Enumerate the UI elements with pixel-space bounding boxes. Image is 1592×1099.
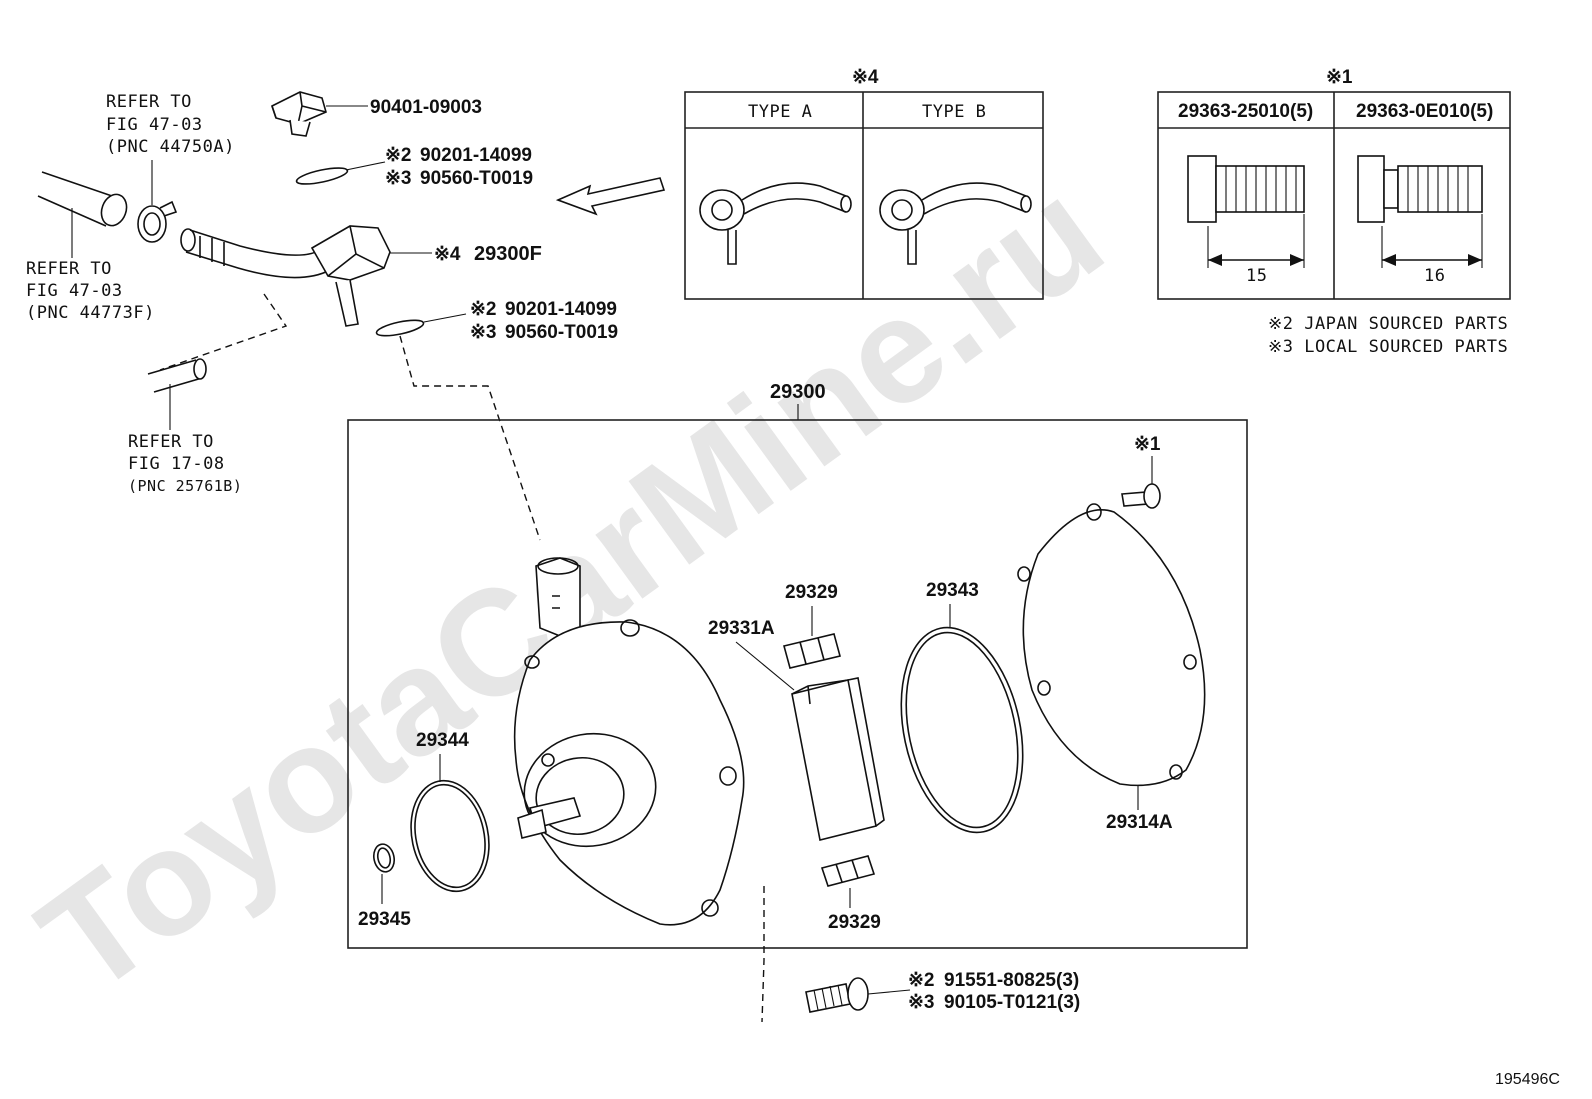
cap-icon[interactable] — [271, 91, 327, 137]
cap-part-number: 90401-09003 — [370, 97, 482, 118]
refer-bottom-line3: (PNC 25761B) — [128, 477, 242, 495]
pump-bolt-jp-mark: ※2 — [908, 970, 935, 991]
washer-upper-icon[interactable] — [295, 165, 349, 188]
note-local-sourced: ※3 LOCAL SOURCED PARTS — [1268, 337, 1508, 357]
bolt-col1-part: 29363-25010(5) — [1178, 101, 1313, 122]
pump-cover-part-number: 29314A — [1106, 812, 1173, 833]
assembly-part-number: 29300 — [770, 381, 826, 403]
washer-lower-icon[interactable] — [375, 317, 425, 339]
washer-lower-jp-mark: ※2 — [470, 299, 497, 320]
hose-part-number: 29300F — [474, 243, 542, 265]
bolt-16-icon — [1357, 155, 1483, 268]
pump-bolt-icon[interactable] — [805, 977, 869, 1013]
vane-top-icon[interactable] — [783, 633, 841, 669]
clamp-icon[interactable] — [137, 200, 178, 243]
refer-top-line2: FIG 47-03 — [106, 115, 203, 135]
oring-mid-part-number: 29344 — [416, 730, 469, 751]
pump-bolt-jp-part: 91551-80825(3) — [944, 970, 1079, 991]
type-a-label: TYPE A — [748, 102, 812, 122]
refer-left-line3: (PNC 44773F) — [26, 303, 155, 323]
type-b-label: TYPE B — [922, 102, 986, 122]
type-table: ※4 TYPE A TYPE B — [684, 67, 1044, 300]
hose-part-mark: ※4 — [434, 244, 461, 265]
type-table-mark: ※4 — [852, 67, 879, 88]
assembly-bolt-mark: ※1 — [1134, 434, 1161, 455]
pipe-small-icon — [147, 358, 207, 393]
pump-bolt-local-mark: ※3 — [908, 992, 935, 1013]
vane-bottom-icon[interactable] — [820, 855, 876, 887]
cover-bolt-icon[interactable] — [1121, 483, 1161, 509]
oring-small-icon[interactable] — [371, 842, 396, 874]
refer-left-line1: REFER TO — [26, 259, 112, 279]
hose-left-icon — [37, 171, 128, 227]
washer-lower-jp-part: 90201-14099 — [505, 299, 617, 320]
oring-large-icon[interactable] — [884, 616, 1041, 844]
refer-bottom-line2: FIG 17-08 — [128, 454, 225, 474]
bolt-table-mark: ※1 — [1326, 67, 1353, 88]
oring-large-part-number: 29343 — [926, 580, 979, 601]
vane-top-part-number: 29329 — [785, 582, 838, 603]
oring-small-part-number: 29345 — [358, 909, 411, 930]
assembly-box — [347, 419, 1248, 949]
rotor-part-number: 29331A — [708, 618, 775, 639]
washer-upper-local-mark: ※3 — [385, 168, 412, 189]
washer-upper-local-part: 90560-T0019 — [420, 168, 533, 189]
figure-id: 195496C — [1495, 1071, 1560, 1088]
bolt-col2-part: 29363-0E010(5) — [1356, 101, 1493, 122]
washer-lower-local-mark: ※3 — [470, 322, 497, 343]
arrow-left-icon — [555, 177, 666, 216]
pump-bolt-local-part: 90105-T0121(3) — [944, 992, 1080, 1013]
refer-top-line1: REFER TO — [106, 92, 192, 112]
washer-lower-local-part: 90560-T0019 — [505, 322, 618, 343]
bolt-dim-16: 16 — [1424, 266, 1445, 286]
note-japan-sourced: ※2 JAPAN SOURCED PARTS — [1268, 314, 1508, 334]
oring-mid-icon[interactable] — [401, 773, 499, 898]
refer-left-line2: FIG 47-03 — [26, 281, 123, 301]
bolt-15-icon — [1187, 155, 1305, 268]
bolt-table: ※1 29363-25010(5) 29363-0E010(5) 15 16 — [1157, 67, 1511, 300]
type-a-hose-icon — [699, 182, 852, 265]
refer-bottom-line1: REFER TO — [128, 432, 214, 452]
vane-bottom-part-number: 29329 — [828, 912, 881, 933]
pump-housing-icon[interactable] — [513, 557, 745, 926]
type-b-hose-icon — [879, 182, 1032, 265]
refer-top-line3: (PNC 44750A) — [106, 137, 235, 157]
pump-cover-icon[interactable] — [1017, 503, 1206, 787]
washer-upper-jp-part: 90201-14099 — [420, 145, 532, 166]
vacuum-hose-icon[interactable] — [180, 225, 391, 327]
bolt-dim-15: 15 — [1246, 266, 1267, 286]
rotor-icon[interactable] — [791, 677, 885, 841]
washer-upper-jp-mark: ※2 — [385, 145, 412, 166]
